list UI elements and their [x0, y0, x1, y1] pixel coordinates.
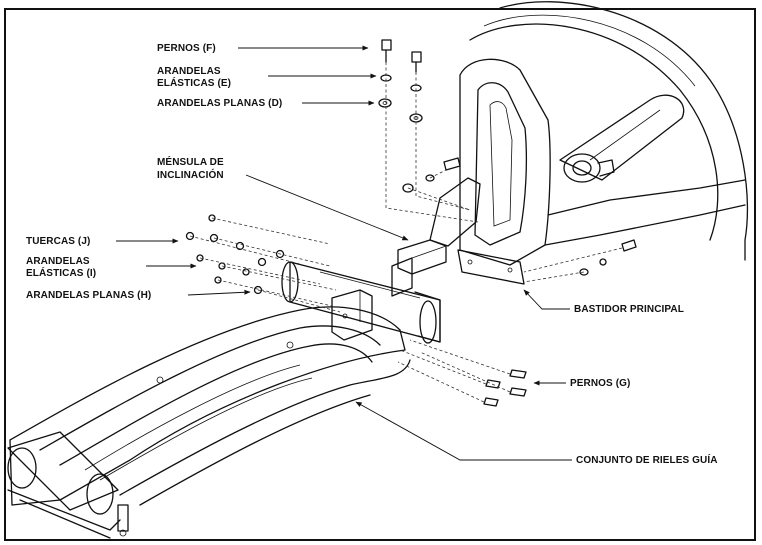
leader-lines: [116, 45, 572, 461]
label-bolts-g: PERNOS (G): [570, 378, 631, 389]
label-spring-washers-e-line1: ARANDELAS: [157, 66, 221, 77]
label-main-frame: BASTIDOR PRINCIPAL: [574, 304, 684, 315]
label-tilt-bracket-line1: MÉNSULA DE: [157, 157, 224, 168]
label-flat-washers-d: ARANDELAS PLANAS (D): [157, 98, 283, 109]
label-spring-washers-i-line1: ARANDELAS: [26, 256, 90, 267]
hardware-g: [397, 239, 637, 407]
label-guide-rail-assembly: CONJUNTO DE RIELES GUÍA: [576, 455, 718, 466]
hardware-fed: [378, 39, 479, 223]
hardware-jih: [185, 214, 341, 313]
crossbar-tube-drawing: [281, 261, 441, 344]
tilt-bracket-drawing: [391, 239, 447, 297]
label-tilt-bracket-line2: INCLINACIÓN: [157, 170, 224, 181]
label-spring-washers-e-line2: ELÁSTICAS (E): [157, 78, 232, 89]
guide-rail-drawing: [7, 289, 411, 539]
label-nuts-j: TUERCAS (J): [26, 236, 91, 247]
diagram-frame: [4, 8, 756, 541]
label-flat-washers-h: ARANDELAS PLANAS (H): [26, 290, 152, 301]
label-bolts-f: PERNOS (F): [157, 43, 216, 54]
label-spring-washers-i-line2: ELÁSTICAS (I): [26, 268, 97, 279]
main-frame-drawing: [429, 1, 749, 285]
